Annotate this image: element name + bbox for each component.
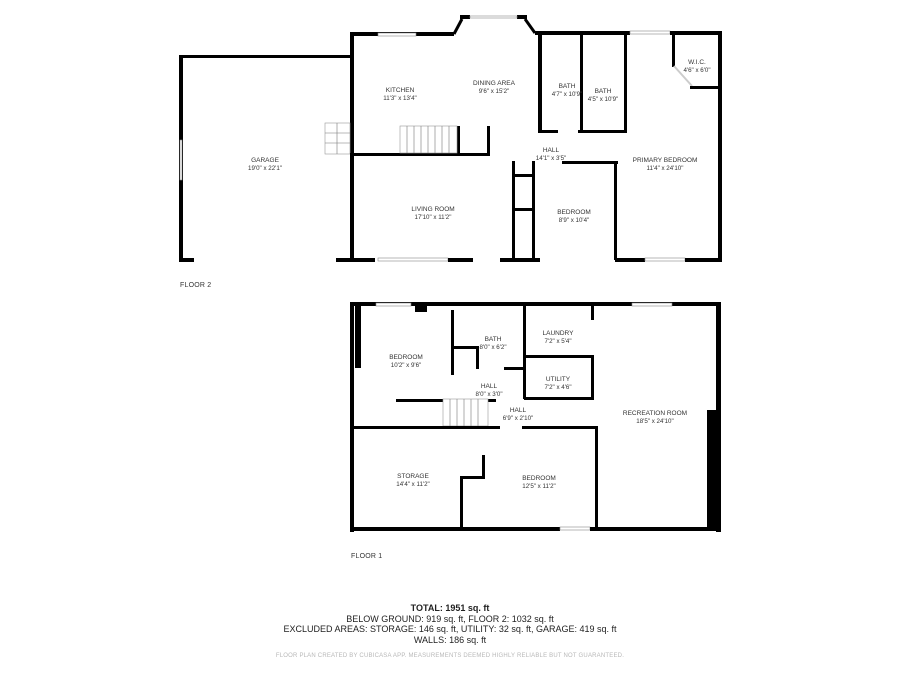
room-name: LIVING ROOM bbox=[411, 206, 454, 213]
room-name: UTILITY bbox=[546, 376, 571, 383]
room-dims: 11'3" x 13'4" bbox=[383, 95, 416, 102]
room-dims: 6'9" x 2'10" bbox=[503, 415, 534, 422]
room-dims: 4'5" x 10'9" bbox=[588, 96, 619, 103]
room-dims: 19'0" x 22'1" bbox=[248, 165, 282, 172]
disclaimer: FLOOR PLAN CREATED BY CUBICASA APP. MEAS… bbox=[275, 653, 625, 659]
excluded-areas: EXCLUDED AREAS: STORAGE: 146 sq. ft, UTI… bbox=[283, 624, 617, 634]
floor-2-plan bbox=[179, 15, 722, 262]
room-dims: 7'2" x 5'4" bbox=[544, 338, 571, 345]
room-dims: 4'7" x 10'9" bbox=[552, 91, 583, 98]
room-dims: 18'5" x 24'10" bbox=[636, 418, 673, 425]
floor-1-plan bbox=[350, 302, 721, 532]
room-name: PRIMARY BEDROOM bbox=[633, 157, 698, 164]
room-name: BATH bbox=[485, 336, 502, 343]
floor-1-stairs bbox=[442, 398, 489, 427]
area-summary: TOTAL: 1951 sq. ft BELOW GROUND: 919 sq.… bbox=[0, 603, 900, 645]
room-dims: 7'2" x 4'6" bbox=[544, 384, 571, 391]
room-name: W.I.C. bbox=[688, 59, 706, 66]
room-name: BATH bbox=[559, 83, 576, 90]
room-name: LAUNDRY bbox=[543, 330, 575, 337]
floor-1-labels: BEDROOM 10'2" x 9'6" BATH 8'0" x 6'2" LA… bbox=[389, 330, 687, 490]
room-dims: 14'1" x 3'5" bbox=[536, 155, 567, 162]
floor-2-labels: GARAGE 19'0" x 22'1" KITCHEN 11'3" x 13'… bbox=[248, 59, 711, 224]
total-area: TOTAL: 1951 sq. ft bbox=[410, 603, 490, 613]
room-name: GARAGE bbox=[251, 157, 279, 164]
room-name: RECREATION ROOM bbox=[623, 410, 687, 417]
room-name: HALL bbox=[543, 147, 560, 154]
room-dims: 12'5" x 11'2" bbox=[522, 483, 555, 490]
room-dims: 4'6" x 6'0" bbox=[683, 67, 710, 74]
room-name: DINING AREA bbox=[473, 80, 516, 87]
room-dims: 8'9" x 10'4" bbox=[559, 217, 590, 224]
room-dims: 8'0" x 3'0" bbox=[475, 391, 502, 398]
room-name: BEDROOM bbox=[522, 475, 556, 482]
room-dims: 9'6" x 15'2" bbox=[479, 88, 510, 95]
room-dims: 11'4" x 24'10" bbox=[647, 165, 684, 172]
garage-steps bbox=[324, 122, 351, 155]
room-name: HALL bbox=[481, 383, 498, 390]
interior-stairs bbox=[399, 125, 458, 154]
floor-1-label: FLOOR 1 bbox=[351, 553, 383, 560]
room-name: HALL bbox=[510, 407, 527, 414]
room-name: KITCHEN bbox=[386, 87, 415, 94]
room-name: STORAGE bbox=[397, 473, 429, 480]
room-dims: 17'10" x 11'2" bbox=[415, 214, 452, 221]
floor-areas: BELOW GROUND: 919 sq. ft, FLOOR 2: 1032 … bbox=[346, 613, 554, 624]
garage-walls bbox=[179, 55, 356, 262]
room-dims: 8'0" x 6'2" bbox=[479, 344, 506, 351]
room-dims: 10'2" x 9'6" bbox=[391, 362, 422, 369]
room-name: BEDROOM bbox=[389, 354, 423, 361]
room-name: BATH bbox=[595, 88, 612, 95]
floor-2-label: FLOOR 2 bbox=[180, 282, 212, 289]
walls-area: WALLS: 186 sq. ft bbox=[413, 634, 487, 645]
room-name: BEDROOM bbox=[557, 209, 591, 216]
room-dims: 14'4" x 11'2" bbox=[396, 481, 429, 488]
